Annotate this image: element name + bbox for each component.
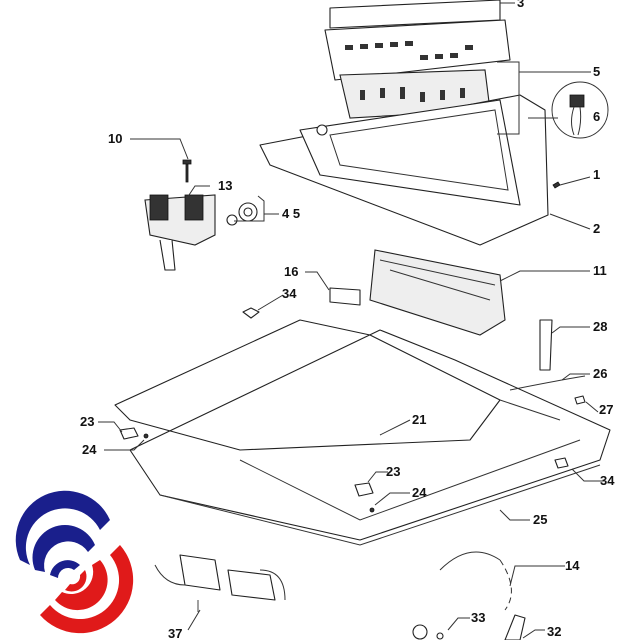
bracket-32: [504, 614, 526, 640]
drain-pump: [154, 554, 286, 612]
callout-34b: 34: [600, 473, 615, 488]
callout-10: 10: [108, 131, 123, 146]
wire-harness: [439, 551, 501, 571]
screw: [182, 159, 192, 183]
callout-32: 32: [547, 624, 562, 639]
control-console: [259, 94, 549, 246]
control-panel-cover: [324, 0, 511, 81]
connector: [569, 94, 585, 108]
callout-27: 27: [599, 402, 614, 417]
callout-6: 6: [593, 109, 601, 124]
screw-1: [552, 181, 561, 189]
callout-24b: 24: [412, 485, 427, 500]
callout-37: 37: [168, 626, 183, 640]
callout-33: 33: [471, 610, 486, 625]
callout-26: 26: [593, 366, 608, 381]
callout-34: 34: [282, 286, 297, 301]
callout-25: 25: [533, 512, 548, 527]
power-module: [369, 249, 506, 336]
washer: [226, 214, 238, 226]
water-valve: [144, 194, 216, 271]
callout-23: 23: [80, 414, 95, 429]
callout-16: 16: [284, 264, 299, 279]
callout-2: 2: [593, 221, 601, 236]
foot-23: [119, 427, 139, 440]
callout-23b: 23: [386, 464, 401, 479]
leader-lines: [98, 2, 604, 639]
brand-logo: [15, 490, 134, 634]
callout-11: 11: [593, 263, 607, 278]
callout-3: 3: [517, 0, 525, 10]
callout-24: 24: [82, 442, 97, 457]
grommet: [412, 624, 428, 640]
callout-28: 28: [593, 319, 608, 334]
foot-23b: [354, 482, 374, 497]
callout-5: 5: [593, 64, 601, 79]
callout-4-5: 4 5: [282, 206, 301, 221]
callout-14: 14: [565, 558, 580, 573]
callout-21: 21: [412, 412, 427, 427]
door-lock-part: [329, 287, 361, 306]
callout-1: 1: [593, 167, 601, 182]
hinge-bracket: [539, 319, 553, 371]
callout-13: 13: [218, 178, 233, 193]
top-frame: [129, 329, 611, 541]
lid: [114, 319, 501, 451]
clip: [242, 307, 260, 319]
